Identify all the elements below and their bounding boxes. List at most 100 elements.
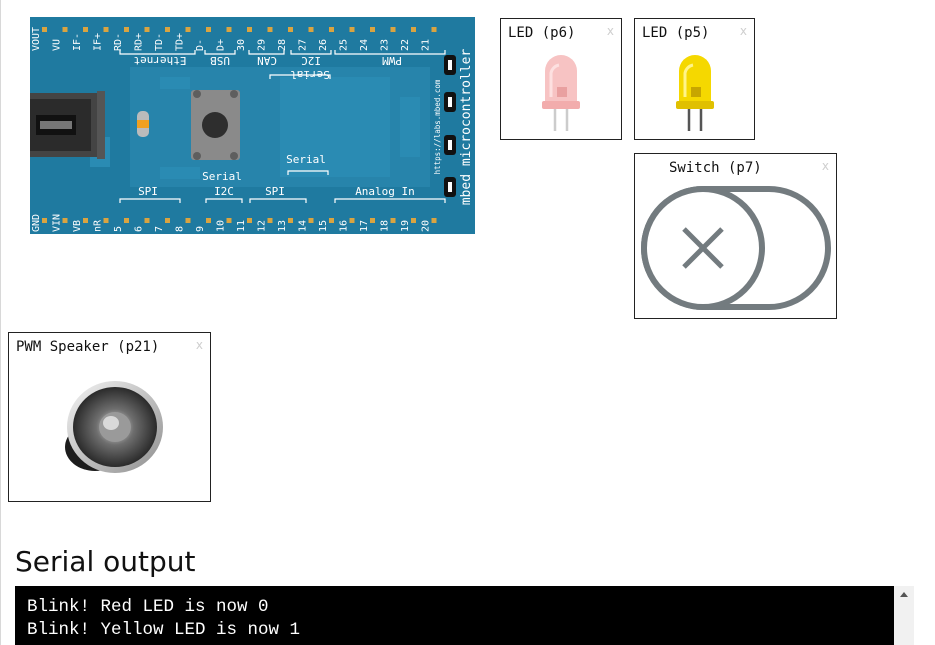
pin-label: 30 [236, 39, 247, 51]
pin-label: 7 [154, 226, 165, 232]
pin-pad [62, 27, 68, 32]
pin-pad [144, 218, 150, 223]
pin-pad [165, 218, 170, 223]
pin-label: 10 [216, 220, 227, 232]
usb-connector [22, 91, 105, 159]
pin-label: 16 [339, 220, 350, 232]
pin-pad [370, 218, 375, 223]
group-label-pwm: PWM [382, 54, 402, 67]
pin-label: 28 [277, 39, 288, 51]
group-label-usb: USB [210, 54, 230, 67]
pin-label: 21 [421, 39, 432, 51]
pin-label: VU [52, 39, 63, 51]
pin-pad [42, 27, 47, 32]
group-label-ethernet: Ethernet [134, 54, 187, 67]
pin-label: IF- [72, 33, 83, 51]
pin-pad [349, 218, 355, 223]
board-side-pads [444, 55, 456, 197]
pin-label: VIN [52, 214, 63, 232]
group-label-analog-in: Analog In [355, 185, 415, 198]
pin-pad [206, 218, 211, 223]
pin-label: 22 [400, 39, 411, 51]
pin-label: GND [31, 214, 42, 232]
pin-label: 9 [195, 226, 206, 232]
pin-pad [124, 27, 129, 32]
pin-label: VOUT [31, 27, 42, 51]
led-red-component[interactable]: LED (p6) x [500, 18, 622, 140]
pin-pad [165, 27, 170, 32]
board-url: https://labs.mbed.com [433, 79, 442, 174]
pin-pad [247, 27, 252, 32]
close-icon[interactable]: x [606, 24, 614, 38]
serial-output-terminal[interactable]: Blink! Red LED is now 0 Blink! Yellow LE… [15, 586, 908, 645]
pin-pad [288, 218, 293, 223]
pin-label: 13 [277, 220, 288, 232]
pin-pad [431, 218, 437, 223]
serial-line: Blink! Yellow LED is now 1 [27, 620, 301, 640]
pin-label: 23 [380, 39, 391, 51]
switch-title: Switch (p7) [669, 160, 762, 176]
pin-pad [83, 27, 88, 32]
pin-pad [288, 27, 293, 32]
page-left-border [0, 0, 1, 645]
pin-pad [42, 218, 47, 223]
pin-pad [329, 27, 334, 32]
pin-label: D- [195, 39, 206, 51]
pin-pad [370, 27, 375, 32]
pin-label: 17 [359, 220, 370, 232]
pin-label: TD+ [175, 33, 186, 51]
group-label-i2c-top: I2C [301, 54, 321, 67]
pin-label: 27 [298, 39, 309, 51]
pin-pad [267, 218, 273, 223]
scroll-up-arrow-icon[interactable] [900, 592, 908, 597]
pin-label: 29 [257, 39, 268, 51]
pin-label: 18 [380, 220, 391, 232]
led-yellow-component[interactable]: LED (p5) x [634, 18, 755, 140]
reset-button[interactable] [191, 90, 240, 160]
pin-pad [83, 218, 88, 223]
pin-pad [226, 218, 232, 223]
led-red-icon [542, 55, 580, 131]
serial-output-heading: Serial output [15, 545, 196, 578]
speaker-component[interactable]: PWM Speaker (p21) x [8, 332, 211, 502]
speaker-icon [65, 381, 163, 473]
pin-pad [390, 27, 396, 32]
pin-pad [103, 218, 109, 223]
switch-toggle[interactable] [641, 186, 831, 310]
group-label-spi-1: SPI [138, 185, 158, 198]
pin-label: RD+ [134, 33, 145, 51]
group-label-serial-top: Serial [290, 68, 330, 81]
pin-label: 8 [175, 226, 186, 232]
pin-pad [349, 27, 355, 32]
close-icon[interactable]: x [195, 338, 203, 352]
pin-label: 26 [318, 39, 329, 51]
pin-label: TD- [154, 33, 165, 51]
close-icon[interactable]: x [821, 159, 829, 173]
pin-pad [308, 218, 314, 223]
switch-component[interactable]: Switch (p7) x [634, 153, 837, 319]
led-yellow-icon [676, 55, 714, 131]
led-red-title: LED (p6) [508, 25, 576, 41]
pin-pad [62, 218, 68, 223]
serial-line: Blink! Red LED is now 0 [27, 597, 269, 617]
board-name: mbed microcontroller [459, 49, 474, 206]
pin-label: 20 [421, 220, 432, 232]
pin-label: 6 [134, 226, 145, 232]
close-icon[interactable]: x [739, 24, 747, 38]
pin-pad [308, 27, 314, 32]
terminal-scrollbar[interactable] [894, 586, 914, 645]
led-yellow-title: LED (p5) [642, 25, 710, 41]
pin-pad [411, 27, 416, 32]
pin-label: 11 [236, 220, 247, 232]
pin-pad [185, 218, 191, 223]
pin-label: 12 [257, 220, 268, 232]
pin-label: IF+ [93, 33, 104, 51]
speaker-title: PWM Speaker (p21) [16, 339, 160, 355]
pin-label: 19 [400, 220, 411, 232]
pin-pad [267, 27, 273, 32]
pin-label: D+ [216, 39, 227, 51]
